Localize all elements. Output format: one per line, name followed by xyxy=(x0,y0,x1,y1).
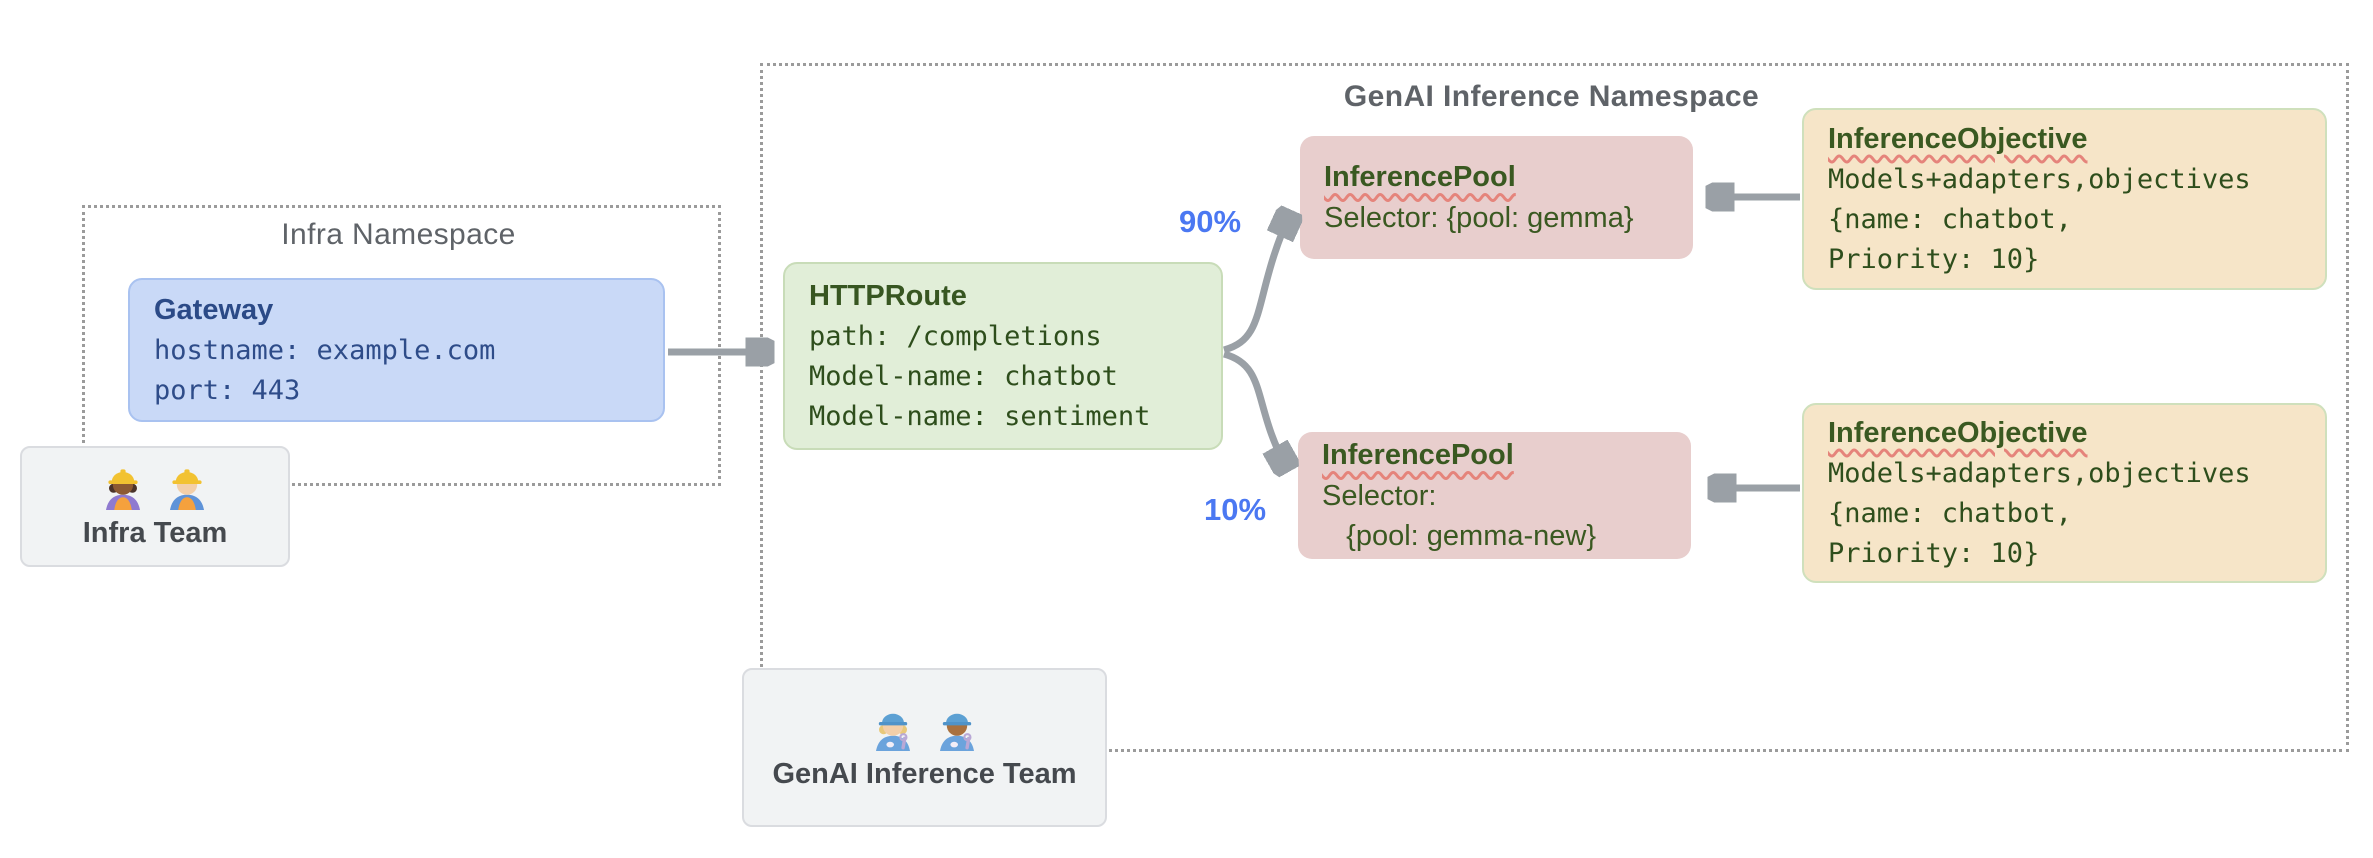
inference-objective-top-name-line: {name: chatbot, xyxy=(1828,203,2072,235)
inference-pool-gemma-new-selector-value-line: {pool: gemma-new} xyxy=(1322,520,1597,552)
inference-pool-gemma-selector-line: Selector: {pool: gemma} xyxy=(1324,202,1634,234)
httproute-model-sentiment-line: Model-name: sentiment xyxy=(809,400,1151,432)
inference-pool-gemma-new-selector-line: Selector: xyxy=(1322,480,1437,512)
infra-team-members xyxy=(99,463,211,511)
man-construction-worker-icon xyxy=(170,469,204,510)
man-mechanic-icon xyxy=(939,713,974,751)
infra-namespace-box xyxy=(82,205,721,486)
inference-objective-bottom-priority-line: Priority: 10} xyxy=(1828,537,2040,569)
inference-objective-bottom-title: InferenceObjective xyxy=(1828,413,2301,454)
httproute-title: HTTPRoute xyxy=(809,279,967,312)
genai-namespace-box xyxy=(760,63,2349,752)
gateway-hostname-line: hostname: example.com xyxy=(154,334,496,366)
inference-pool-gemma-new-title-text: InferencePool xyxy=(1322,439,1514,471)
gateway-title: Gateway xyxy=(154,293,274,326)
woman-construction-worker-icon xyxy=(106,469,140,510)
traffic-split-10-label: 10% xyxy=(1203,492,1267,527)
httproute-box: HTTPRoute path: /completions Model-name:… xyxy=(783,262,1223,450)
inference-objective-bottom-title-text: InferenceObjective xyxy=(1828,416,2088,449)
infra-team-label: Infra Team xyxy=(82,517,228,549)
inference-objective-top-box: InferenceObjective Models+adapters,objec… xyxy=(1802,108,2327,290)
inference-pool-gemma-box: InferencePool Selector: {pool: gemma} xyxy=(1300,136,1693,259)
httproute-path-line: path: /completions xyxy=(809,320,1102,352)
infra-namespace-title: Infra Namespace xyxy=(281,218,516,251)
gateway-port-line: port: 443 xyxy=(154,374,301,406)
inference-pool-gemma-new-box: InferencePool Selector: {pool: gemma-new… xyxy=(1298,432,1691,559)
gateway-box: Gateway hostname: example.com port: 443 xyxy=(128,278,665,422)
genai-team-members xyxy=(869,704,981,752)
inference-objective-top-title-text: InferenceObjective xyxy=(1828,122,2088,155)
genai-inference-team-card: GenAI Inference Team xyxy=(742,668,1107,827)
inference-pool-gemma-title: InferencePool xyxy=(1324,157,1669,198)
inference-objective-bottom-models-line: Models+adapters,objectives xyxy=(1828,457,2251,489)
genai-team-label: GenAI Inference Team xyxy=(772,758,1077,790)
woman-mechanic-icon xyxy=(875,713,910,751)
genai-namespace-title: GenAI Inference Namespace xyxy=(1343,80,1760,113)
inference-objective-bottom-box: InferenceObjective Models+adapters,objec… xyxy=(1802,403,2327,583)
inference-pool-gemma-title-text: InferencePool xyxy=(1324,161,1516,193)
inference-objective-bottom-name-line: {name: chatbot, xyxy=(1828,497,2072,529)
httproute-model-chatbot-line: Model-name: chatbot xyxy=(809,360,1118,392)
inference-pool-gemma-new-title: InferencePool xyxy=(1322,435,1667,476)
infra-team-card: Infra Team xyxy=(20,446,290,567)
inference-objective-top-models-line: Models+adapters,objectives xyxy=(1828,163,2251,195)
inference-objective-top-title: InferenceObjective xyxy=(1828,119,2301,160)
traffic-split-90-label: 90% xyxy=(1178,204,1242,239)
inference-objective-top-priority-line: Priority: 10} xyxy=(1828,243,2040,275)
